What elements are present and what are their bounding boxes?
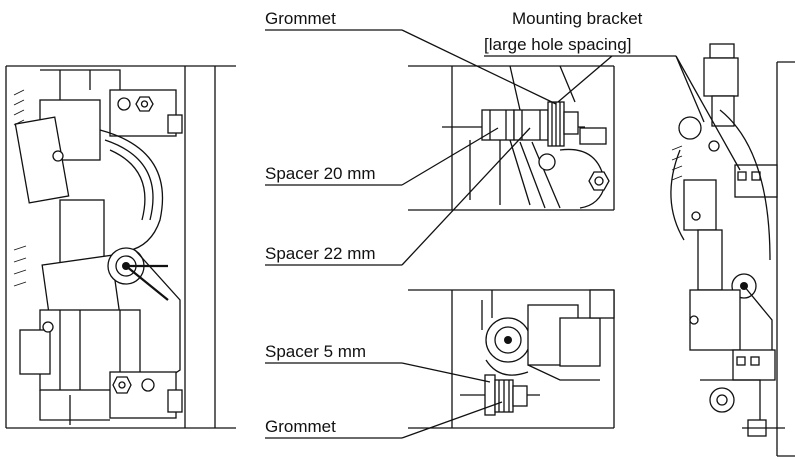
center-upper-detail — [408, 65, 615, 211]
label-mounting-bracket-line1: Mounting bracket — [512, 9, 643, 28]
label-spacer-22: Spacer 22 mm — [265, 244, 376, 263]
label-mounting-bracket-line2: [large hole spacing] — [484, 35, 631, 54]
left-assembly-view — [5, 65, 236, 429]
label-spacer-5: Spacer 5 mm — [265, 342, 366, 361]
callout-labels: Grommet Mounting bracket [large hole spa… — [265, 9, 643, 436]
center-lower-detail — [408, 289, 615, 429]
label-grommet-bottom: Grommet — [265, 417, 336, 436]
label-spacer-20: Spacer 20 mm — [265, 164, 376, 183]
right-side-view — [670, 43, 795, 457]
label-grommet-top: Grommet — [265, 9, 336, 28]
leader-lines — [265, 29, 741, 439]
